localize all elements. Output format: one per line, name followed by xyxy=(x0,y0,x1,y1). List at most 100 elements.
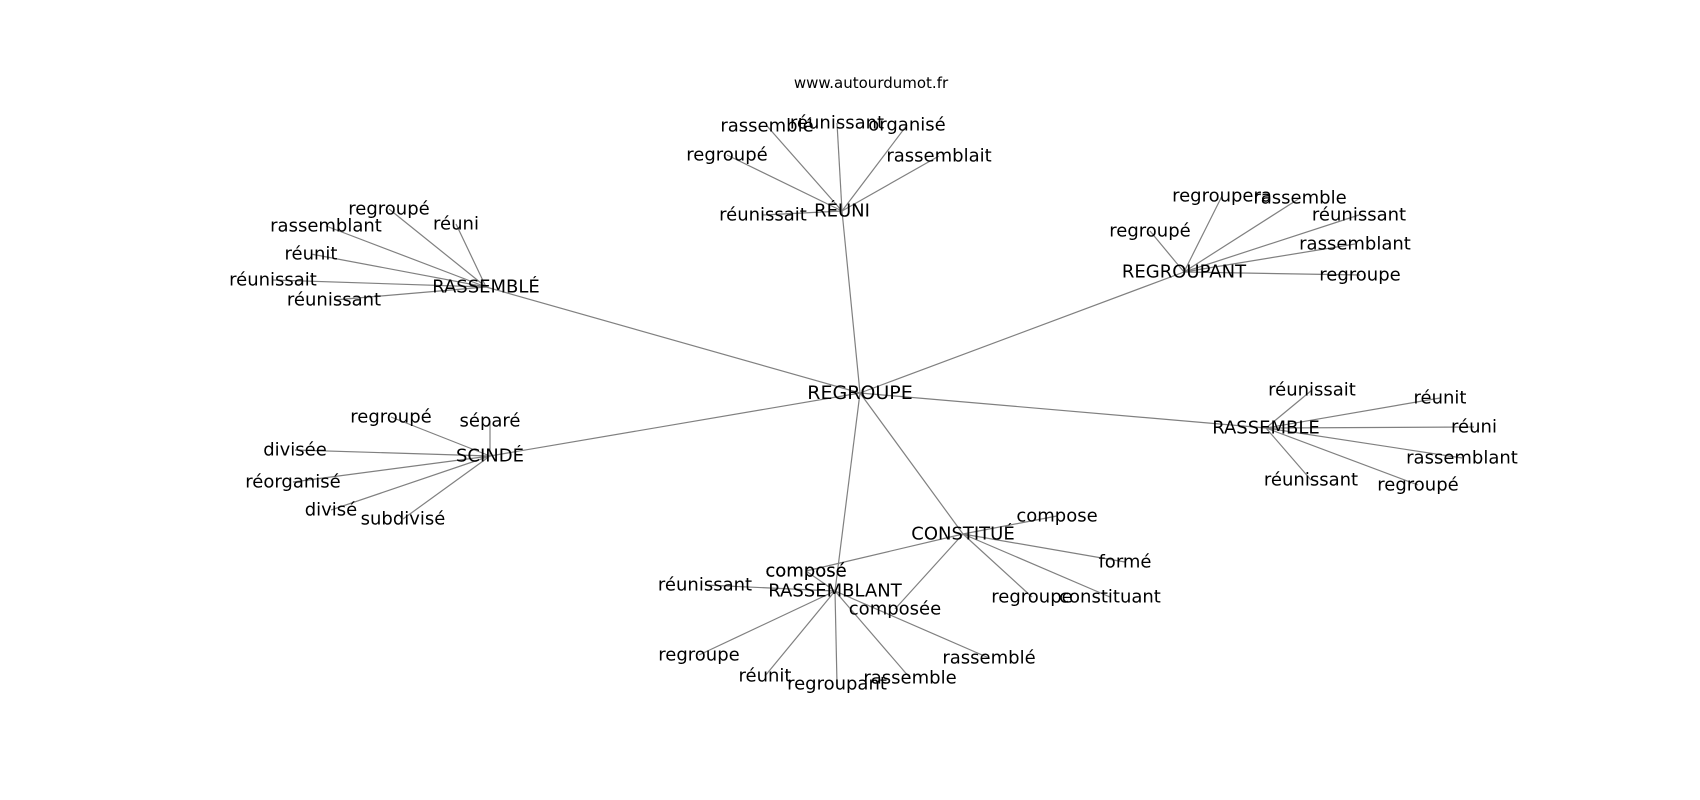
edge-hub-to-word xyxy=(330,455,491,511)
word-node[interactable]: rassemble xyxy=(1253,188,1346,209)
edge-hub-to-word xyxy=(962,533,1126,563)
word-node[interactable]: réorganisé xyxy=(245,472,341,493)
word-node[interactable]: regroupe xyxy=(1319,265,1400,286)
word-node[interactable]: réunissant xyxy=(658,575,752,596)
edge-hub-to-word xyxy=(962,533,1033,598)
edge-hub-to-word xyxy=(962,515,1058,535)
word-node[interactable]: composé xyxy=(765,561,846,582)
word-node[interactable]: regroupé xyxy=(1109,221,1190,242)
word-node[interactable]: regroupé xyxy=(686,145,767,166)
word-node[interactable]: regroupé xyxy=(350,407,431,428)
word-node[interactable]: séparé xyxy=(460,411,521,432)
hub-node[interactable]: REGROUPANT xyxy=(1122,262,1247,283)
edge-hub-to-word xyxy=(390,416,491,457)
edge-hub-to-word xyxy=(1183,195,1223,273)
word-node[interactable]: constituant xyxy=(1059,587,1161,608)
edge-hub-to-word xyxy=(333,286,487,301)
edge-center-to-hub xyxy=(859,392,964,535)
edge-hub-to-word xyxy=(1265,397,1441,429)
hub-node[interactable]: RASSEMBLE xyxy=(1212,418,1320,439)
word-node[interactable]: regroupé xyxy=(348,199,429,220)
edge-hub-to-word xyxy=(1183,271,1361,276)
edge-hub-to-word xyxy=(294,449,491,457)
word-node[interactable]: rassemblant xyxy=(1299,234,1411,255)
edge-hub-to-word xyxy=(698,590,836,656)
word-node[interactable]: composé xyxy=(765,561,846,582)
word-node[interactable]: réunissant xyxy=(1312,205,1406,226)
edge-center-to-hub xyxy=(834,392,861,592)
center-node[interactable]: REGROUPE xyxy=(807,382,912,404)
word-node[interactable]: regroupé xyxy=(1377,475,1458,496)
edge-hub-to-word xyxy=(1265,427,1312,481)
word-node[interactable]: rassemblé xyxy=(942,648,1035,669)
word-node[interactable]: réunissait xyxy=(719,205,807,226)
edge-center-to-hub xyxy=(841,210,861,394)
graph-edges xyxy=(272,122,1475,685)
word-node[interactable]: réunissant xyxy=(1264,470,1358,491)
edge-hub-to-word xyxy=(325,225,487,288)
edge-hub-to-word xyxy=(388,208,487,288)
edge-hub-to-word xyxy=(1183,243,1356,273)
word-node[interactable]: divisé xyxy=(305,500,358,521)
word-node[interactable]: divisée xyxy=(263,440,327,461)
edge-hub-to-word xyxy=(1265,427,1463,459)
word-node[interactable]: réunit xyxy=(285,244,338,265)
word-node[interactable]: organisé xyxy=(868,115,945,136)
word-node[interactable]: réunissait xyxy=(1268,380,1356,401)
edge-hub-to-word xyxy=(841,124,908,212)
word-node[interactable]: réuni xyxy=(1451,417,1497,438)
hub-node[interactable]: SCINDÉ xyxy=(456,445,524,467)
edge-center-to-hub xyxy=(859,271,1185,394)
edge-hub-to-word xyxy=(836,122,843,212)
word-node[interactable]: réunissant xyxy=(287,290,381,311)
word-node[interactable]: rassemblant xyxy=(1406,448,1518,469)
edge-hub-to-word xyxy=(834,590,911,679)
edge-hub-to-word xyxy=(962,533,1111,598)
edge-hub-to-word xyxy=(805,570,836,592)
hub-node[interactable]: RASSEMBLÉ xyxy=(432,276,540,298)
word-node[interactable]: réunissant xyxy=(790,113,884,134)
word-node[interactable]: regroupant xyxy=(787,674,887,695)
edge-hub-to-word xyxy=(402,455,491,520)
word-node[interactable]: rassemblait xyxy=(886,146,991,167)
word-node[interactable]: réunissait xyxy=(229,270,317,291)
word-node[interactable]: réuni xyxy=(433,214,479,235)
word-node[interactable]: regroupe xyxy=(658,645,739,666)
edge-hub-to-word xyxy=(726,154,843,212)
edge-hub-to-word xyxy=(766,125,843,212)
word-node[interactable]: regroupe xyxy=(991,587,1072,608)
edge-hub-to-word xyxy=(1183,197,1301,273)
hub-node[interactable]: CONSTITUÉ xyxy=(911,523,1014,545)
edge-hub-to-word xyxy=(310,253,487,288)
word-node[interactable]: réunit xyxy=(1414,388,1467,409)
word-node[interactable]: formé xyxy=(1098,552,1151,573)
graph-labels: www.autourdumot.fr REGROUPE RÉUNI rassembl… xyxy=(229,74,1518,695)
edge-hub-to-word xyxy=(841,155,940,212)
edge-center-to-hub xyxy=(859,392,1267,429)
edge-hub-to-word xyxy=(1149,230,1185,273)
edge-hub-to-word xyxy=(272,279,487,288)
word-node[interactable]: composée xyxy=(849,599,941,620)
edge-hub-to-word xyxy=(704,584,836,592)
edge-hub-to-word xyxy=(805,533,964,572)
edge-hub-to-word xyxy=(1265,389,1313,429)
edge-hub-to-word xyxy=(1265,426,1475,429)
word-node[interactable]: compose xyxy=(1016,506,1097,527)
word-node[interactable]: regroupera xyxy=(1172,186,1272,207)
word-node[interactable]: rassemblé xyxy=(720,116,813,137)
hub-node[interactable]: RÉUNI xyxy=(814,200,870,222)
edge-center-to-hub xyxy=(489,392,861,457)
edge-hub-to-word xyxy=(1265,427,1419,486)
edge-hub-to-word xyxy=(292,455,491,483)
edge-hub-to-word xyxy=(894,533,964,610)
source-url: www.autourdumot.fr xyxy=(794,74,949,92)
edge-center-to-hub xyxy=(485,286,861,394)
hub-node[interactable]: RASSEMBLANT xyxy=(768,581,902,602)
word-node[interactable]: rassemble xyxy=(863,668,956,689)
edge-hub-to-word xyxy=(834,590,838,685)
edge-hub-to-word xyxy=(455,223,487,288)
word-node[interactable]: réunit xyxy=(739,666,792,687)
word-node[interactable]: subdivisé xyxy=(361,509,446,530)
word-node[interactable]: rassemblant xyxy=(270,216,382,237)
